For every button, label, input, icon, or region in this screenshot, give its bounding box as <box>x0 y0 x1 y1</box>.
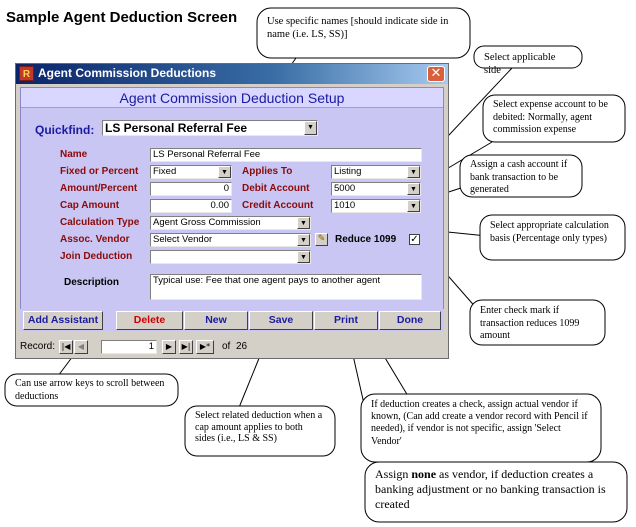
form-header: Agent Commission Deduction Setup <box>21 88 443 108</box>
callout-shape-side <box>473 45 583 69</box>
quickfind-value: LS Personal Referral Fee <box>105 121 248 135</box>
credit-account-select[interactable]: 1010 ▼ <box>331 199 421 213</box>
agent-commission-window: R Agent Commission Deductions ✕ Agent Co… <box>15 63 449 359</box>
callout-shape-related <box>184 405 336 457</box>
reduce-1099-checkbox[interactable]: ✓ <box>409 234 420 245</box>
chevron-down-icon[interactable]: ▼ <box>407 200 420 212</box>
pencil-icon[interactable]: ✎ <box>315 233 328 246</box>
next-record-icon[interactable]: ▶ <box>162 340 176 354</box>
callout-shape-arrows <box>4 373 179 407</box>
applies-to-value: Listing <box>334 166 362 177</box>
debit-account-value: 5000 <box>334 183 356 194</box>
callout-shape-cash <box>459 154 583 198</box>
record-of-label: of <box>222 341 231 352</box>
callout-expense: Select expense account to be debited: No… <box>493 99 608 135</box>
fixed-or-percent-label: Fixed or Percent <box>60 166 139 177</box>
assoc-vendor-value: Select Vendor <box>153 234 213 245</box>
credit-account-value: 1010 <box>334 200 356 211</box>
callout-related: Select related deduction when a cap amou… <box>195 410 323 444</box>
assoc-vendor-select[interactable]: Select Vendor ▼ <box>150 233 311 247</box>
add-assistant-button[interactable]: Add Assistant <box>23 311 103 330</box>
name-label: Name <box>60 149 88 160</box>
name-input[interactable]: LS Personal Referral Fee <box>150 148 422 162</box>
debit-account-select[interactable]: 5000 ▼ <box>331 182 421 196</box>
chevron-down-icon[interactable]: ▼ <box>218 166 231 178</box>
description-textarea[interactable]: Typical use: Fee that one agent pays to … <box>150 274 422 300</box>
calculation-type-select[interactable]: Agent Gross Commission ▼ <box>150 216 311 230</box>
close-button[interactable]: ✕ <box>427 66 445 82</box>
first-record-icon[interactable]: |◀ <box>59 340 73 354</box>
applies-to-select[interactable]: Listing ▼ <box>331 165 421 179</box>
callout-shape-reduce <box>469 299 606 346</box>
callout-none: Assign none as vendor, if deduction crea… <box>375 467 606 511</box>
record-number-input[interactable]: 1 <box>101 340 157 354</box>
callout-reduce: Enter check mark if transaction reduces … <box>480 305 580 341</box>
amount-percent-input[interactable]: 0 <box>150 182 232 196</box>
title-bar[interactable]: R Agent Commission Deductions ✕ <box>16 64 448 84</box>
form-area: Agent Commission Deduction Setup Quickfi… <box>20 87 444 325</box>
window-title: Agent Commission Deductions <box>38 66 217 80</box>
calculation-type-label: Calculation Type <box>60 217 140 228</box>
applies-to-label: Applies To <box>242 166 293 177</box>
record-label: Record: <box>20 341 56 352</box>
calculation-type-value: Agent Gross Commission <box>153 217 261 228</box>
cap-amount-input[interactable]: 0.00 <box>150 199 232 213</box>
join-deduction-select[interactable]: ▼ <box>150 250 311 264</box>
quickfind-label: Quickfind: <box>35 123 95 137</box>
callout-shape-expense <box>482 94 626 143</box>
callout-calc: Select appropriate calculation basis (Pe… <box>490 220 609 244</box>
new-button[interactable]: New <box>184 311 248 330</box>
callout-arrows: Can use arrow keys to scroll between ded… <box>15 378 165 402</box>
chevron-down-icon[interactable]: ▼ <box>297 251 310 263</box>
record-navigation: Record: |◀ ◀ 1 ▶ ▶| ▶* of 26 <box>16 337 448 357</box>
chevron-down-icon[interactable]: ▼ <box>297 234 310 246</box>
callout-names: Use specific names [should indicate side… <box>267 16 449 40</box>
last-record-icon[interactable]: ▶| <box>179 340 193 354</box>
chevron-down-icon[interactable]: ▼ <box>297 217 310 229</box>
join-deduction-label: Join Deduction <box>60 251 133 262</box>
print-button[interactable]: Print <box>314 311 378 330</box>
chevron-down-icon[interactable]: ▼ <box>407 183 420 195</box>
new-record-icon[interactable]: ▶* <box>196 340 214 354</box>
callout-shape-calc <box>479 214 626 261</box>
callout-shape-none <box>364 461 628 523</box>
app-icon: R <box>19 66 34 81</box>
page-title: Sample Agent Deduction Screen <box>6 9 238 26</box>
fixed-or-percent-value: Fixed <box>153 166 177 177</box>
reduce-1099-label: Reduce 1099 <box>335 234 397 245</box>
callout-shape-names <box>256 7 471 59</box>
chevron-down-icon[interactable]: ▼ <box>304 121 317 135</box>
quickfind-select[interactable]: LS Personal Referral Fee ▼ <box>102 120 318 136</box>
done-button[interactable]: Done <box>379 311 441 330</box>
callout-side: Select applicable side <box>484 52 556 76</box>
cap-amount-label: Cap Amount <box>60 200 120 211</box>
description-label: Description <box>64 277 120 288</box>
record-total: 26 <box>236 341 248 352</box>
debit-account-label: Debit Account <box>242 183 310 194</box>
assoc-vendor-label: Assoc. Vendor <box>60 234 130 245</box>
callout-vendor: If deduction creates a check, assign act… <box>371 399 588 447</box>
previous-record-icon[interactable]: ◀ <box>74 340 88 354</box>
credit-account-label: Credit Account <box>242 200 314 211</box>
save-button[interactable]: Save <box>249 311 313 330</box>
delete-button[interactable]: Delete <box>116 311 183 330</box>
fixed-or-percent-select[interactable]: Fixed ▼ <box>150 165 232 179</box>
amount-percent-label: Amount/Percent <box>60 183 138 194</box>
chevron-down-icon[interactable]: ▼ <box>407 166 420 178</box>
callout-cash: Assign a cash account if bank transactio… <box>470 159 568 195</box>
